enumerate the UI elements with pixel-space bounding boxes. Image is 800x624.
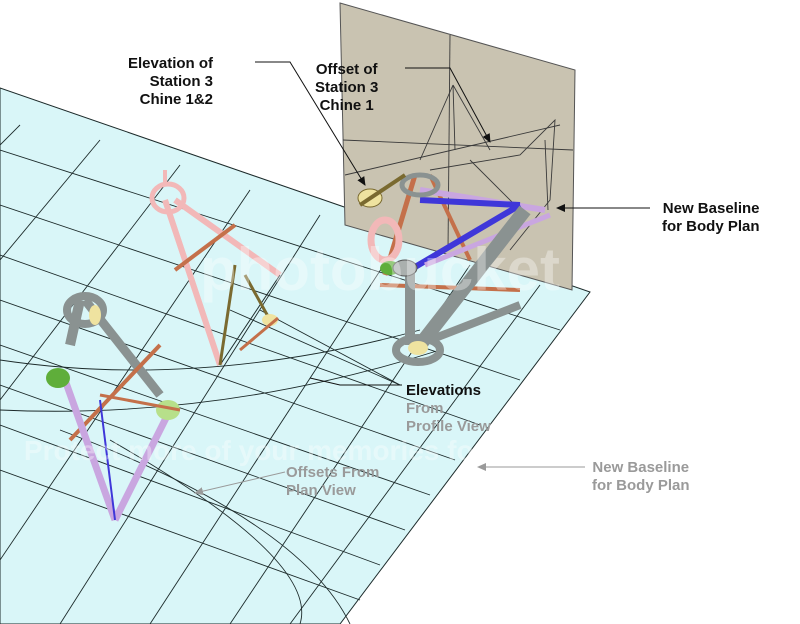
grid-lines	[0, 124, 561, 624]
compass-grey-left	[46, 292, 181, 522]
label-line: for Body Plan	[662, 218, 760, 235]
label-line: Profile View	[406, 418, 491, 435]
label-line: Chine 1	[319, 97, 374, 114]
label-line: Plan View	[286, 482, 356, 499]
label-offset-station3: Offset of Station 3 Chine 1	[315, 61, 378, 115]
label-new-baseline-top: New Baseline for Body Plan	[662, 200, 760, 236]
label-line: Offsets From	[286, 464, 380, 481]
label-line: for Body Plan	[592, 477, 690, 494]
watermark-logo: photobucket	[200, 236, 560, 303]
compass-pink-center	[149, 170, 282, 366]
label-new-baseline-bottom: New Baseline for Body Plan	[592, 459, 690, 495]
leader-offsets-plan	[194, 471, 286, 496]
label-line: Station 3	[149, 73, 214, 90]
label-line: Elevation of	[128, 55, 214, 72]
label-line: Chine 1&2	[139, 91, 214, 108]
label-line: From	[406, 400, 444, 417]
label-line: New Baseline	[662, 200, 760, 217]
leader-elevations-profile	[309, 377, 402, 386]
label-elevations-profile: Elevations From Profile View	[406, 382, 491, 436]
label-line: Station 3	[315, 79, 379, 96]
label-line: New Baseline	[592, 459, 690, 476]
label-line: Offset of	[315, 61, 378, 78]
leader-offset-station3	[405, 67, 491, 143]
leader-elevation-station3	[255, 61, 366, 186]
compass-back-right	[357, 172, 551, 292]
compass-front-right	[392, 205, 531, 366]
label-offsets-plan: Offsets From Plan View	[286, 464, 379, 500]
label-line: Elevations	[406, 382, 482, 399]
label-elevation-station3: Elevation of Station 3 Chine 1&2	[128, 55, 213, 109]
watermark-tagline: Protect more of your memories for less!	[24, 435, 556, 466]
leader-lines	[194, 61, 650, 496]
